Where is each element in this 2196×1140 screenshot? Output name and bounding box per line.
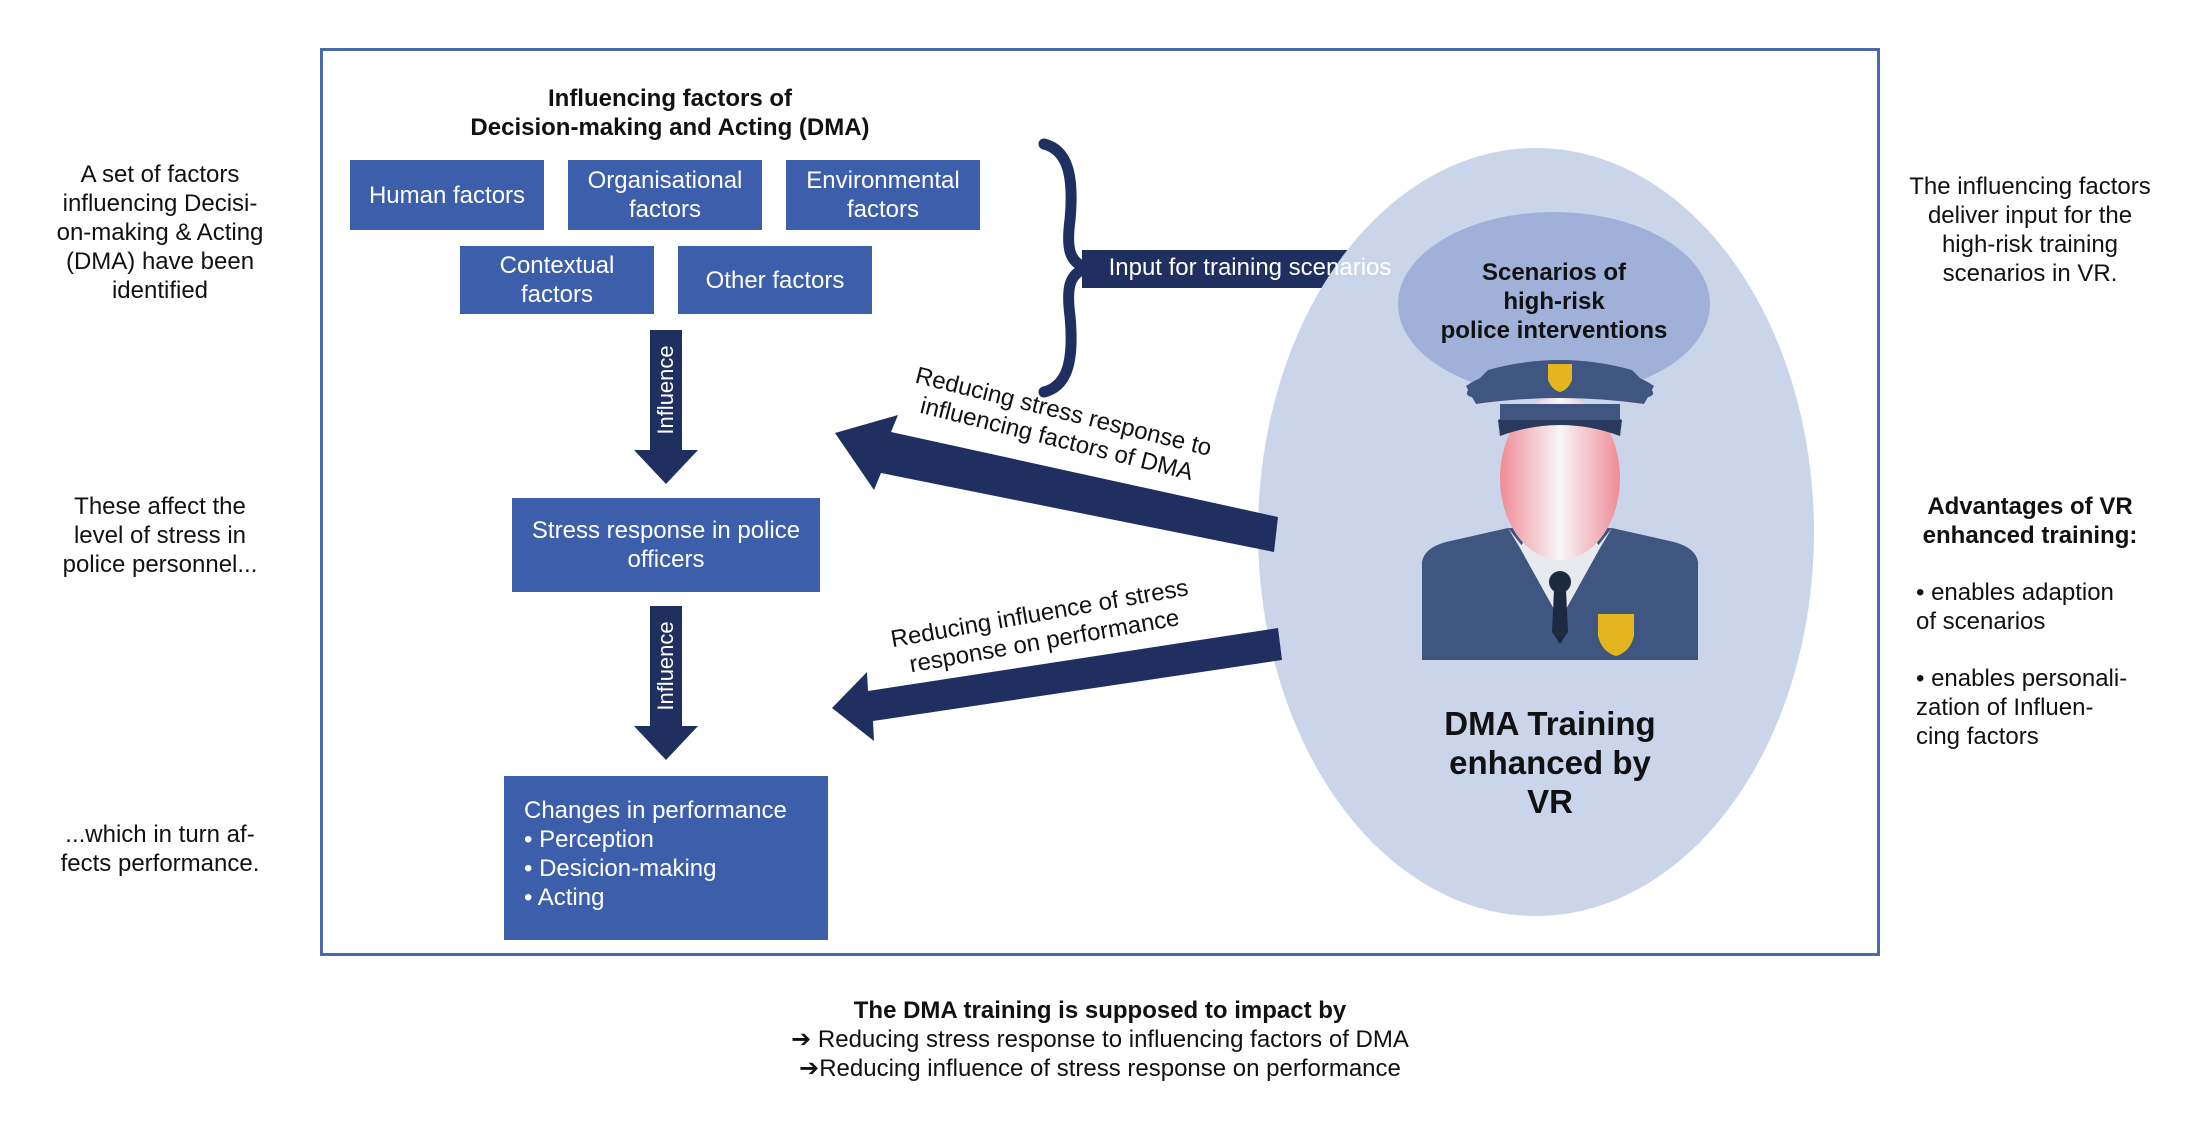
performance-item-perception: • Perception: [524, 826, 654, 853]
performance-title: Changes in performance: [524, 797, 787, 824]
curly-brace: [1038, 138, 1092, 398]
influence-arrow-2: [634, 606, 698, 760]
officer-tie: [1552, 590, 1568, 644]
right-advantage-personalization: • enables personali-zation of Influen-ci…: [1916, 665, 2128, 750]
arrow-reduce-stress-response: [835, 415, 1278, 552]
input-arrow-label: Input for training scenarios: [1108, 254, 1392, 281]
bottom-summary: The DMA training is supposed to impact b…: [600, 996, 1600, 1083]
police-officer-illustration: [1422, 360, 1698, 660]
performance-item-decision: • Desicion-making: [524, 855, 717, 882]
bottom-line-1: ➔ Reducing stress response to influencin…: [791, 1026, 1409, 1053]
influence-arrow-1: [634, 330, 698, 484]
left-note-performance: ...which in turn af-fects performance.: [60, 821, 260, 877]
officer-tie-knot: [1549, 571, 1571, 593]
cap-badge-icon: [1548, 364, 1572, 392]
other-factors-box: Other factors: [678, 246, 872, 314]
bottom-title: The DMA training is supposed to impact b…: [853, 997, 1347, 1024]
officer-face: [1500, 396, 1620, 560]
arrow-reduce-stress-influence: [832, 628, 1282, 741]
performance-item-acting: • Acting: [524, 884, 605, 911]
human-factors-box: Human factors: [350, 160, 544, 230]
diagram-frame: [320, 48, 1880, 956]
influence-label-1: Influence: [653, 345, 678, 435]
chest-badge-icon: [1598, 614, 1634, 656]
performance-box: Changes in performance • Perception • De…: [504, 776, 828, 940]
influence-label-2: Influence: [653, 621, 678, 711]
scenario-cloud: [1398, 212, 1710, 396]
bottom-line-2: ➔Reducing influence of stress response o…: [799, 1055, 1401, 1082]
